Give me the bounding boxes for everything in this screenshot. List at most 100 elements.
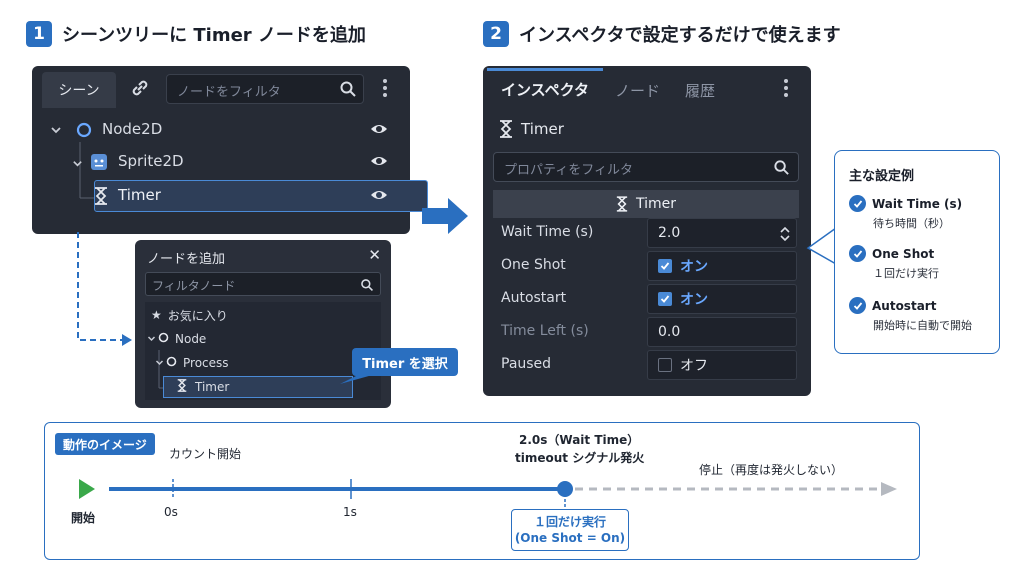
kebab-menu-icon[interactable] (783, 79, 789, 99)
tab-scene[interactable]: シーン (42, 72, 116, 108)
chevron-down-icon[interactable] (147, 332, 156, 346)
timeline-fire-time: 2.0s（Wait Time） (519, 433, 640, 447)
hourglass-icon (616, 196, 628, 212)
time-left-readonly: 0.0 (647, 317, 797, 347)
selected-node-highlight (163, 376, 353, 398)
sprite-icon (90, 153, 108, 175)
node-filter-placeholder: フィルタノード (152, 279, 236, 293)
list-item-label: お気に入り (167, 308, 228, 323)
autostart-checkbox[interactable]: オン (647, 284, 797, 314)
timeline-tick-1s: 1s (343, 505, 357, 519)
list-item-favorites[interactable]: ★ お気に入り (151, 304, 228, 326)
settings-examples-box: 主な設定例 Wait Time (s) 待ち時間（秒） One Shot １回だ… (834, 150, 1000, 354)
chevron-down-icon[interactable] (155, 356, 164, 370)
paused-checkbox[interactable]: オフ (647, 350, 797, 380)
scene-filter-input[interactable]: ノードをフィルタ (166, 74, 364, 104)
settings-example-desc: 開始時に自動で開始 (873, 319, 972, 332)
property-label: Autostart (501, 290, 567, 306)
chevron-down-icon[interactable] (72, 155, 83, 173)
eye-icon[interactable] (370, 188, 388, 206)
tree-row-node2d[interactable]: Node2D (32, 114, 410, 146)
property-filter-placeholder: プロパティをフィルタ (504, 163, 633, 178)
settings-example-name: Autostart (872, 298, 937, 313)
circle-node-icon (158, 332, 169, 346)
fire-point (557, 481, 573, 497)
timeline-badge: 動作のイメージ (55, 433, 155, 455)
timeline-illustration: 動作のイメージ 開始 カウント開始 0s 1s 2.0s（Wait Time） … (44, 422, 920, 560)
property-one-shot: One Shot オン (493, 251, 799, 281)
one-shot-checkbox[interactable]: オン (647, 251, 797, 281)
list-item-process[interactable]: Process (155, 352, 229, 374)
property-filter-input[interactable]: プロパティをフィルタ (493, 152, 799, 182)
link-icon[interactable] (128, 76, 152, 100)
step-1-heading: 1 シーンツリーに Timer ノードを追加 (26, 20, 366, 48)
settings-example-name: One Shot (872, 246, 935, 261)
property-label: One Shot (501, 257, 566, 273)
play-icon (79, 479, 95, 499)
tab-history[interactable]: 履歴 (685, 82, 716, 100)
step-1-number: 1 (26, 21, 52, 47)
step-2-number: 2 (483, 21, 509, 47)
step-1-title: シーンツリーに Timer ノードを追加 (62, 25, 366, 46)
search-icon (361, 279, 373, 291)
timer-section-header[interactable]: Timer (493, 190, 799, 218)
star-icon: ★ (151, 308, 162, 322)
inspector-panel: インスペクタ ノード 履歴 Timer プロパティをフィルタ Timer Wai… (483, 66, 811, 396)
checkbox-checked-icon (658, 259, 672, 273)
tree-row-sprite2d[interactable]: Sprite2D (32, 146, 410, 178)
list-item-label: Node (175, 332, 207, 346)
tree-node-label: Node2D (102, 120, 163, 138)
one-shot-note: １回だけ実行 (One Shot = On) (511, 509, 629, 551)
hourglass-icon (94, 187, 108, 209)
property-autostart: Autostart オン (493, 284, 799, 314)
tab-inspector[interactable]: インスペクタ (487, 68, 603, 108)
eye-icon[interactable] (370, 154, 388, 172)
list-item-label: Timer (195, 380, 230, 394)
check-circle-icon (849, 245, 866, 262)
eye-icon[interactable] (370, 122, 388, 140)
kebab-menu-icon[interactable] (382, 79, 388, 99)
settings-example-name: Wait Time (s) (872, 196, 963, 211)
list-item-node[interactable]: Node (147, 328, 206, 350)
tree-node-label: Timer (118, 186, 161, 204)
spin-arrows-icon[interactable] (780, 227, 790, 241)
property-label: Paused (501, 356, 552, 372)
select-timer-callout: Timer を選択 (352, 348, 458, 376)
property-value: オン (680, 292, 708, 308)
scene-tree-panel: シーン ノードをフィルタ Node2D (32, 66, 428, 234)
property-label: Time Left (s) (501, 323, 589, 339)
node-filter-input[interactable]: フィルタノード (145, 272, 381, 296)
circle-node-icon (76, 122, 92, 142)
settings-example-item: One Shot １回だけ実行 (849, 245, 999, 281)
settings-example-item: Wait Time (s) 待ち時間（秒） (849, 195, 999, 231)
hourglass-icon (500, 120, 512, 138)
step-2-heading: 2 インスペクタで設定するだけで使えます (483, 20, 841, 48)
settings-examples-title: 主な設定例 (849, 169, 915, 184)
tree-row-timer[interactable]: Timer (32, 180, 410, 212)
chevron-down-icon[interactable] (50, 122, 62, 140)
timeline-tick-0s: 0s (164, 505, 178, 519)
property-value: オン (680, 259, 708, 275)
tab-node[interactable]: ノード (615, 82, 661, 100)
list-item-label: Process (183, 356, 229, 370)
close-icon[interactable]: ✕ (368, 246, 381, 264)
property-value: 2.0 (658, 225, 681, 241)
inspector-node-title: Timer (499, 120, 564, 138)
property-paused: Paused オフ (493, 350, 799, 380)
property-value: 0.0 (658, 324, 681, 340)
wait-time-spinbox[interactable]: 2.0 (647, 218, 797, 248)
timeline-stop-label: 停止（再度は発火しない） (699, 463, 844, 477)
check-circle-icon (849, 297, 866, 314)
list-connectors (158, 350, 163, 389)
timeline-fire-signal: timeout シグナル発火 (515, 451, 645, 465)
arrow-right-icon (422, 198, 468, 234)
property-value: オフ (680, 358, 708, 374)
timeline-count-start: カウント開始 (169, 447, 242, 461)
hourglass-icon (177, 379, 187, 395)
list-item-timer[interactable]: Timer (177, 376, 229, 398)
check-circle-icon (849, 195, 866, 212)
checkbox-unchecked-icon (658, 358, 672, 372)
timeline-start-label: 開始 (71, 511, 96, 525)
